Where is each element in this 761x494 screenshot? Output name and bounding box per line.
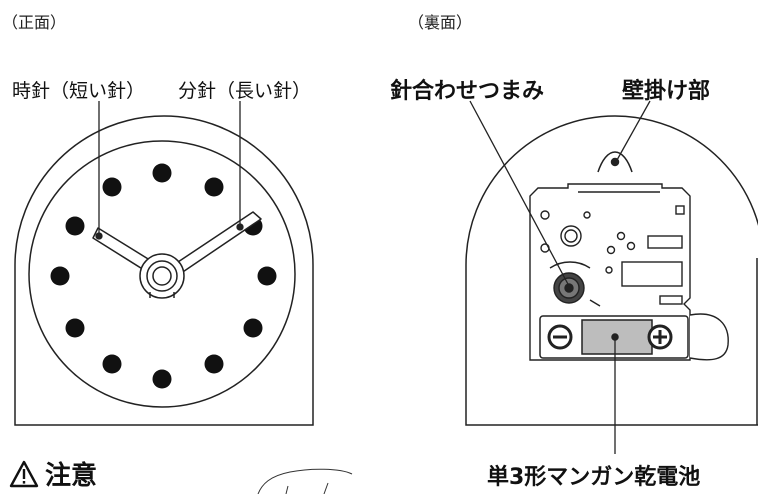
hour-dot bbox=[152, 369, 172, 389]
center-hub bbox=[139, 253, 185, 299]
front-leaders bbox=[95, 101, 244, 240]
hour-dot bbox=[204, 177, 224, 197]
front-dial bbox=[28, 140, 296, 408]
back-view-label: （裏面） bbox=[408, 13, 473, 32]
front-case bbox=[14, 115, 314, 426]
hour-dot bbox=[257, 266, 277, 286]
battery bbox=[539, 315, 689, 359]
hand-sketch bbox=[257, 468, 353, 494]
hour-dot bbox=[243, 318, 263, 338]
minute-hand-label: 分針（長い針） bbox=[178, 80, 312, 102]
hanger-label: 壁掛け部 bbox=[622, 79, 711, 104]
back-clock bbox=[465, 115, 758, 426]
caution-text: 注意 bbox=[45, 461, 98, 491]
back-leaders bbox=[469, 100, 651, 454]
caution-heading: 注意 bbox=[9, 455, 97, 492]
warning-triangle-icon bbox=[9, 460, 39, 487]
front-clock bbox=[14, 115, 314, 426]
back-case bbox=[465, 115, 758, 426]
hour-dot bbox=[152, 163, 172, 183]
hour-dot bbox=[65, 216, 85, 236]
hour-dot bbox=[50, 266, 70, 286]
hour-dot bbox=[102, 177, 122, 197]
hour-markers bbox=[50, 163, 277, 389]
knob-label: 針合わせつまみ bbox=[390, 79, 545, 104]
hour-dot bbox=[102, 354, 122, 374]
hour-dot bbox=[65, 318, 85, 338]
wall-hanger bbox=[597, 151, 633, 173]
hour-dot bbox=[204, 354, 224, 374]
battery-label: 単3形マンガン乾電池 bbox=[487, 465, 701, 490]
front-view-label: （正面） bbox=[2, 13, 67, 32]
hour-hand-label: 時針（短い針） bbox=[12, 80, 146, 102]
